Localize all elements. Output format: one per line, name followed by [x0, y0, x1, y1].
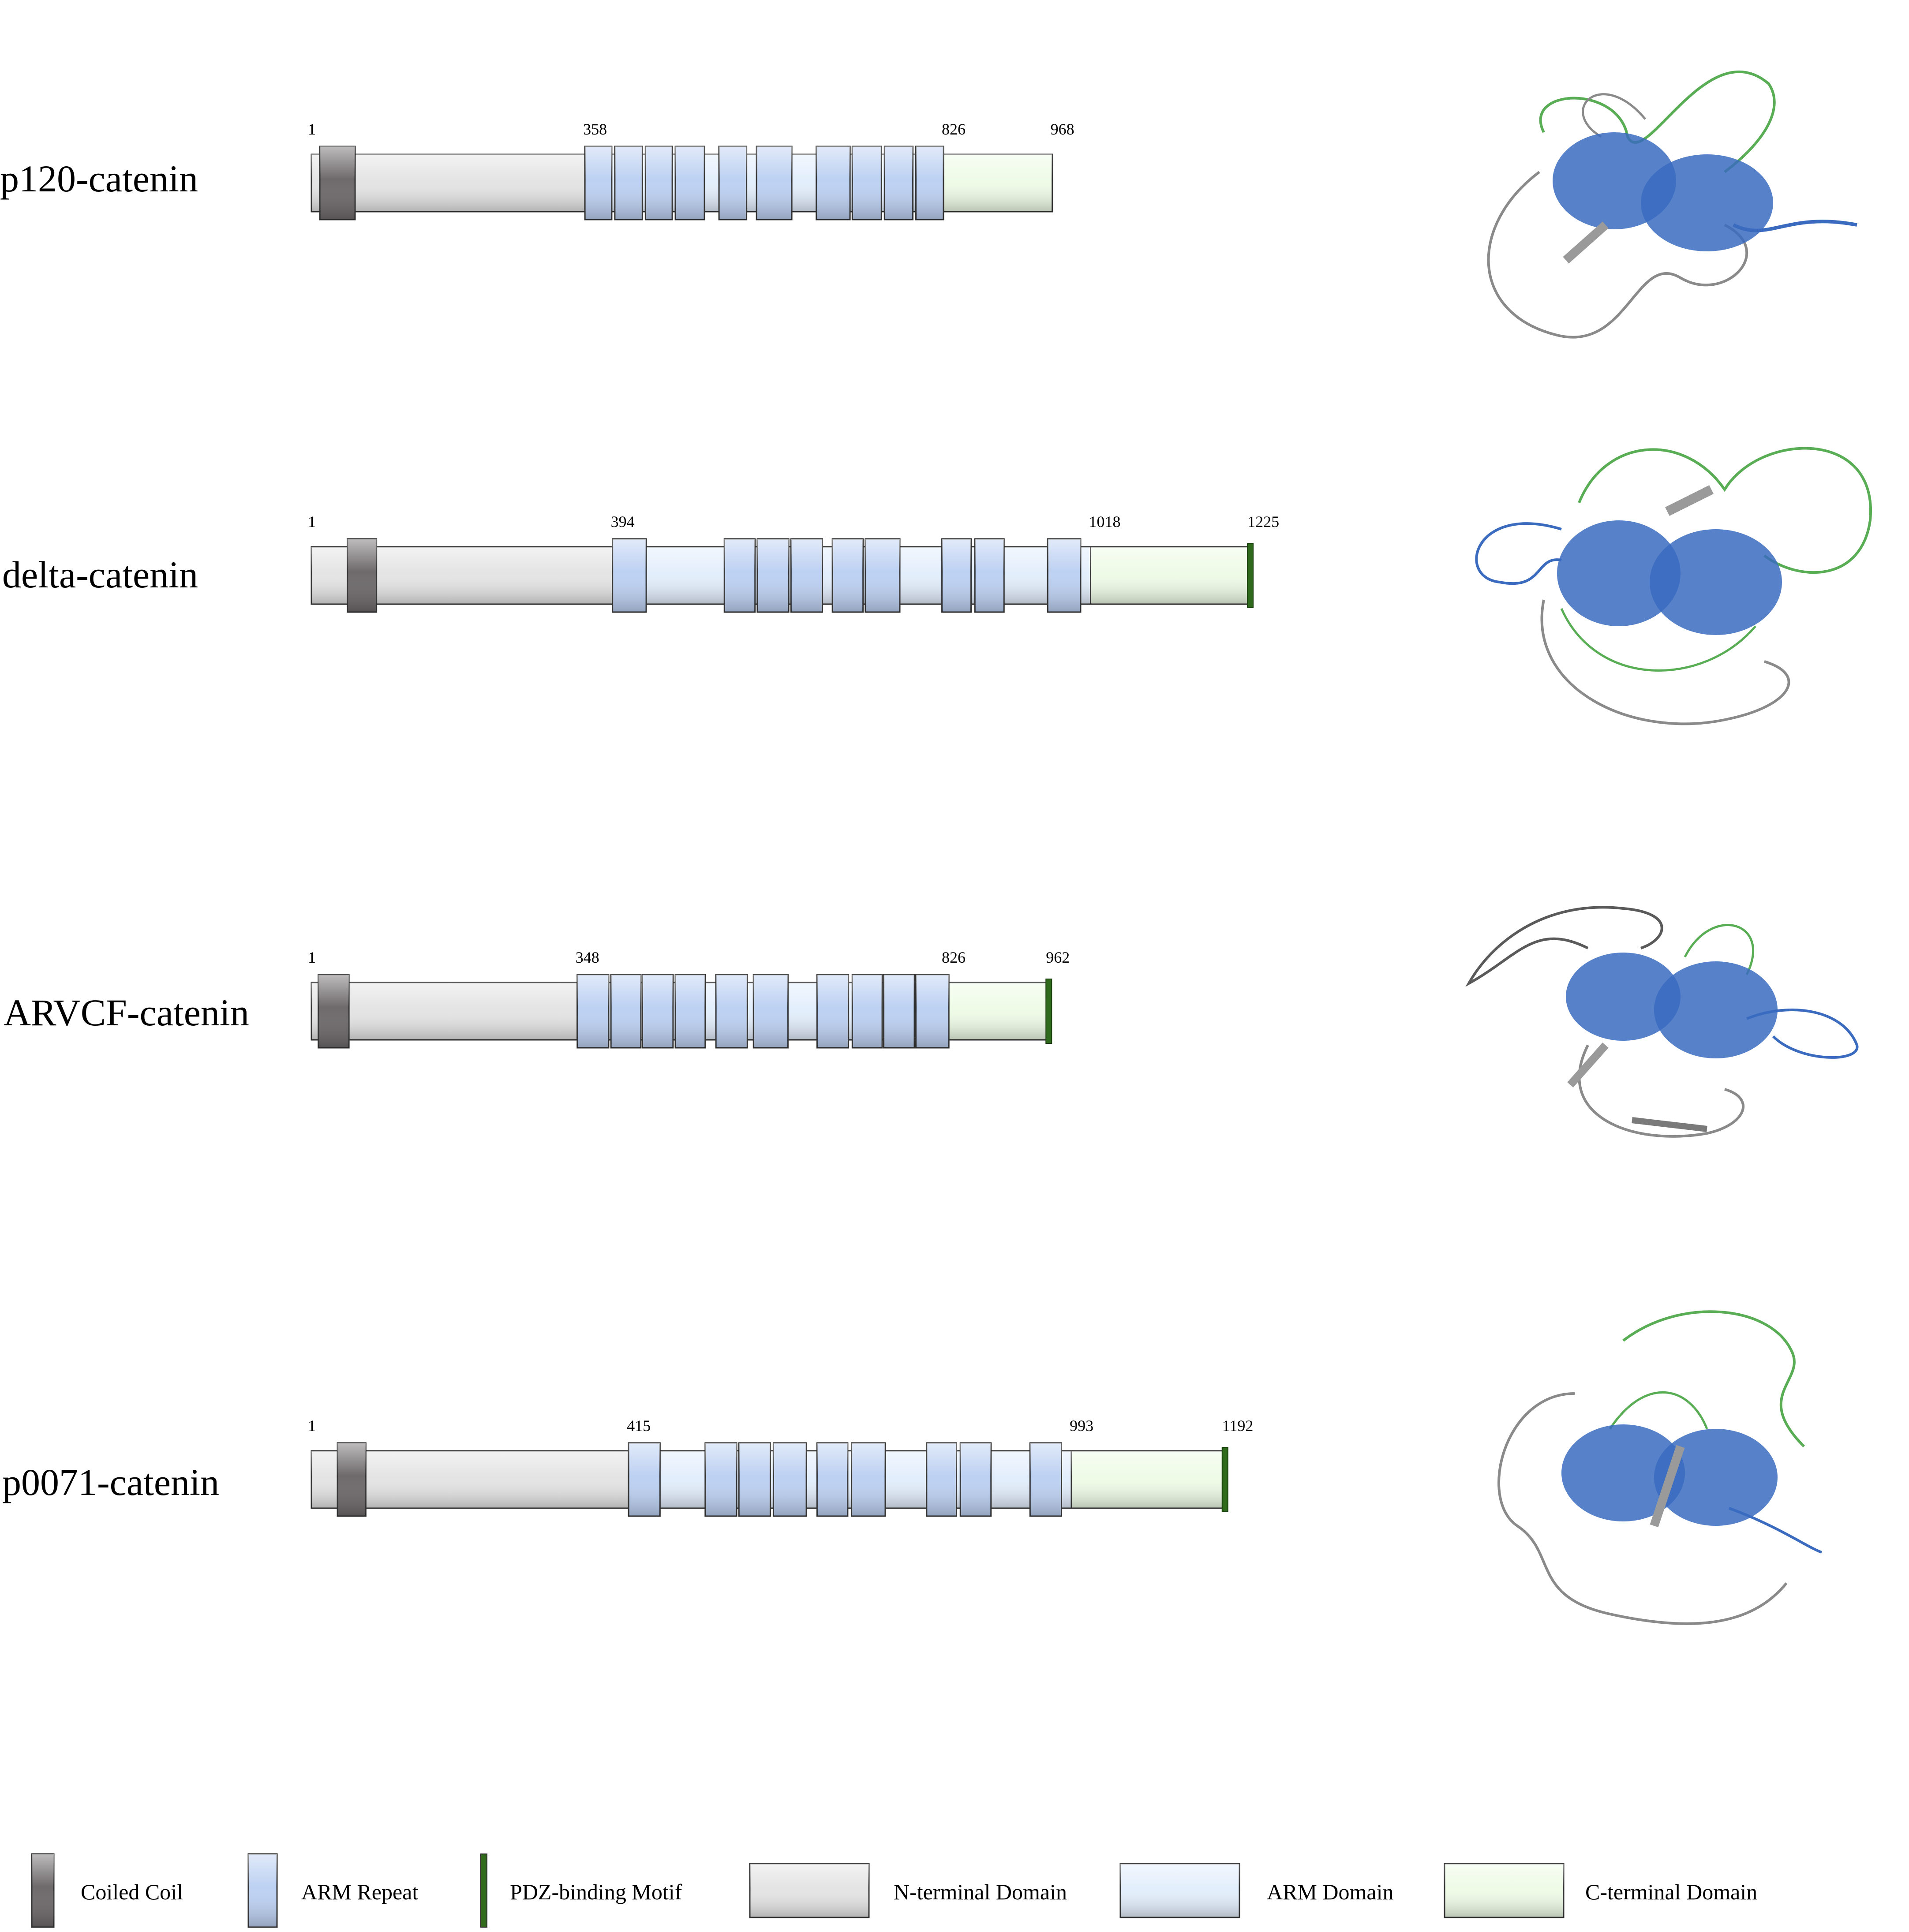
legend-item-coiled-coil: Coiled Coil: [31, 1853, 183, 1928]
arm-repeat: [915, 974, 950, 1049]
arm-repeat: [610, 974, 642, 1049]
c-terminal-domain: [943, 982, 1048, 1041]
arm-repeat: [851, 1442, 886, 1517]
legend-label: ARM Domain: [1267, 1880, 1394, 1904]
residue-position-label: 1: [308, 1417, 316, 1435]
arm-repeat: [674, 146, 705, 220]
protein-structure-p120: [1487, 70, 1857, 339]
arm-repeat: [584, 146, 613, 220]
arm-repeat: [674, 974, 706, 1049]
residue-position-label: 1192: [1222, 1417, 1254, 1435]
arm-repeat: [851, 146, 882, 220]
arm-repeat: [718, 146, 748, 220]
residue-position-label: 1225: [1247, 513, 1279, 531]
c-terminal-domain: [1090, 546, 1250, 605]
protein-structure-delta: [1475, 447, 1872, 725]
arm-repeat: [614, 146, 643, 220]
residue-position-label: 415: [627, 1417, 651, 1435]
arm-repeat: [974, 538, 1005, 613]
arm-repeat: [926, 1442, 958, 1517]
arm-repeat: [941, 538, 972, 613]
arm-repeat: [641, 974, 674, 1049]
arm-domain: [628, 1450, 1072, 1509]
residue-position-label: 1: [308, 949, 316, 966]
protein-name: p120-catenin: [0, 157, 198, 200]
arm-repeat: [723, 538, 756, 613]
residue-position-label: 968: [1051, 120, 1074, 138]
legend-label: N-terminal Domain: [894, 1880, 1067, 1904]
c-terminal-domain: [1071, 1450, 1225, 1509]
pdz-binding-motif: [1045, 979, 1052, 1044]
residue-position-label: 1018: [1089, 513, 1121, 531]
arm-repeat: [883, 974, 915, 1049]
arm-repeat: [915, 146, 944, 220]
arm-repeat: [752, 974, 789, 1049]
legend-item-c-terminal-domain: C-terminal Domain: [1444, 1863, 1757, 1918]
legend-item-n-terminal-domain: N-terminal Domain: [749, 1863, 1067, 1918]
n-terminal-domain: [311, 153, 586, 213]
protein-name: p0071-catenin: [2, 1461, 219, 1503]
legend-label: C-terminal Domain: [1585, 1880, 1757, 1904]
legend-label: Coiled Coil: [81, 1880, 183, 1904]
arm-repeat: [959, 1442, 992, 1517]
pdz-binding-motif: [1221, 1447, 1228, 1512]
residue-position-label: 962: [1046, 949, 1070, 966]
legend-label: ARM Repeat: [301, 1880, 418, 1904]
arm-repeat: [704, 1442, 737, 1517]
residue-position-label: 394: [611, 513, 635, 531]
arm-repeat: [715, 974, 748, 1049]
legend-item-arm-domain: ARM Domain: [1119, 1863, 1394, 1918]
legend-item-pdz-binding-motif: PDZ-binding Motif: [480, 1854, 682, 1928]
coiled-coil: [337, 1442, 367, 1517]
arm-repeat: [1047, 538, 1082, 613]
coiled-coil: [318, 974, 350, 1049]
arm-repeat: [644, 146, 673, 220]
protein-name: ARVCF-catenin: [4, 991, 249, 1034]
legend-label: PDZ-binding Motif: [510, 1880, 682, 1904]
arm-repeat: [756, 146, 793, 220]
arm-repeat: [612, 538, 647, 613]
protein-name: delta-catenin: [2, 553, 198, 596]
arm-repeat: [576, 974, 610, 1049]
c-terminal-domain: [943, 153, 1053, 213]
arm-repeat: [756, 538, 790, 613]
arm-repeat: [883, 146, 914, 220]
arm-repeat: [772, 1442, 807, 1517]
legend-swatch-pdz-binding-motif: [480, 1854, 487, 1928]
protein-structure-arvcf: [1465, 906, 1859, 1138]
residue-position-label: 348: [576, 949, 599, 966]
arm-repeat: [865, 538, 901, 613]
protein-row: p120-catenin 1 358 826 968: [0, 120, 1074, 220]
protein-structure-p0071: [1497, 1310, 1822, 1625]
pdz-binding-motif: [1247, 543, 1254, 608]
arm-repeat: [831, 538, 864, 613]
arm-repeat: [816, 974, 850, 1049]
protein-row: p0071-catenin 1 415 993 1192: [2, 1417, 1254, 1517]
legend: Coiled Coil ARM Repeat PDZ-binding Motif…: [31, 1853, 1757, 1928]
residue-position-label: 993: [1070, 1417, 1093, 1435]
residue-position-label: 358: [583, 120, 607, 138]
arm-repeat: [1029, 1442, 1063, 1517]
coiled-coil: [319, 146, 356, 220]
arm-repeat: [851, 974, 883, 1049]
protein-row: ARVCF-catenin 1 348 826 962: [4, 949, 1070, 1049]
arm-repeat: [628, 1442, 661, 1517]
n-terminal-domain: [311, 982, 578, 1041]
arm-repeat: [816, 146, 851, 220]
residue-position-label: 1: [308, 513, 316, 531]
legend-item-arm-repeat: ARM Repeat: [247, 1853, 418, 1928]
arm-repeat: [738, 1442, 771, 1517]
residue-position-label: 826: [942, 120, 966, 138]
residue-position-label: 826: [942, 949, 966, 966]
coiled-coil: [347, 538, 378, 613]
arm-repeat: [816, 1442, 849, 1517]
arm-repeat: [790, 538, 823, 613]
residue-position-label: 1: [308, 120, 316, 138]
protein-row: delta-catenin 1 394 1018 1225: [2, 513, 1279, 613]
